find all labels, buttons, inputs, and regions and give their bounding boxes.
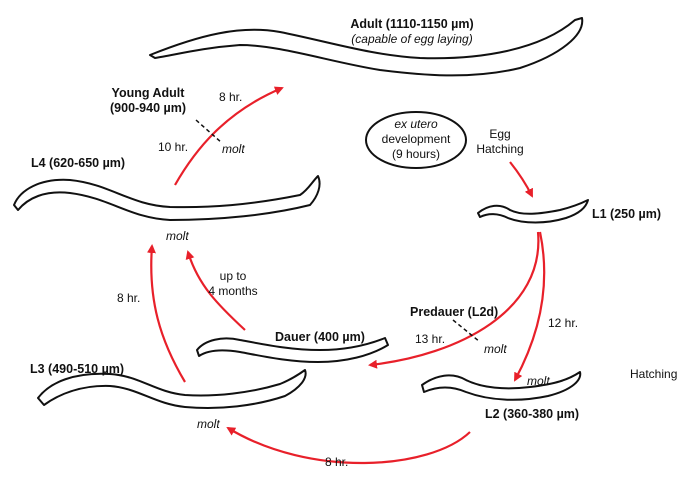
duration-l1-to-l2: 12 hr. [548, 316, 578, 330]
predauer-dashed-line [452, 319, 481, 343]
molt-predauer: molt [484, 342, 507, 356]
molt-l3: molt [197, 417, 220, 431]
l2-label: L2 (360-380 µm) [485, 407, 579, 421]
arrow-l4-to-adult [174, 86, 284, 186]
young-adult-label-line1: Young Adult [112, 86, 186, 100]
young-adult-dashed-line [195, 119, 223, 144]
l3-label: L3 (490-510 µm) [30, 362, 124, 376]
predauer-label: Predauer (L2d) [410, 305, 498, 319]
duration-l3-to-l4: 8 hr. [117, 291, 140, 305]
duration-dauer-to-l4-line2: 4 months [208, 284, 257, 298]
arrow-l1-to-dauer [368, 231, 540, 369]
arrow-egg-to-l1 [509, 161, 533, 198]
l2-worm [421, 371, 582, 401]
ex-utero-ellipse [365, 111, 467, 169]
adult-label: Adult (1110-1150 µm) [350, 17, 473, 31]
arrow-l1-to-l2 [514, 231, 546, 382]
l3-worm [37, 369, 307, 409]
adult-note: (capable of egg laying) [351, 32, 472, 46]
duration-dauer-to-l4-line1: up to [220, 269, 247, 283]
l1-label: L1 (250 µm) [592, 207, 661, 221]
hatching-label: Hatching [630, 367, 677, 381]
duration-l1-to-predauer: 13 hr. [415, 332, 445, 346]
adult-worm [149, 17, 584, 77]
egg-hatching-line1: Egg [489, 127, 510, 141]
ex-utero-line2: development [382, 132, 451, 146]
duration-l4-to-young-adult: 10 hr. [158, 140, 188, 154]
ex-utero-line3: (9 hours) [392, 147, 440, 161]
arrow-dauer-to-l4 [185, 250, 246, 331]
ex-utero-line1: ex utero [394, 117, 438, 131]
young-adult-label-line2: (900-940 µm) [110, 101, 186, 115]
molt-l2: molt [527, 374, 550, 388]
duration-young-adult-to-adult: 8 hr. [219, 90, 242, 104]
molt-l4: molt [166, 229, 189, 243]
arrow-l3-to-l4 [146, 244, 186, 383]
dauer-label: Dauer (400 µm) [275, 330, 365, 344]
l4-worm [13, 175, 321, 221]
l1-worm [477, 199, 589, 224]
dauer-worm [196, 337, 389, 363]
arrow-l2-to-l3 [226, 426, 471, 465]
egg-hatching-line2: Hatching [476, 142, 523, 156]
l4-label: L4 (620-650 µm) [31, 156, 125, 170]
molt-young-adult: molt [222, 142, 245, 156]
duration-l2-to-l3: 8 hr. [325, 455, 348, 469]
